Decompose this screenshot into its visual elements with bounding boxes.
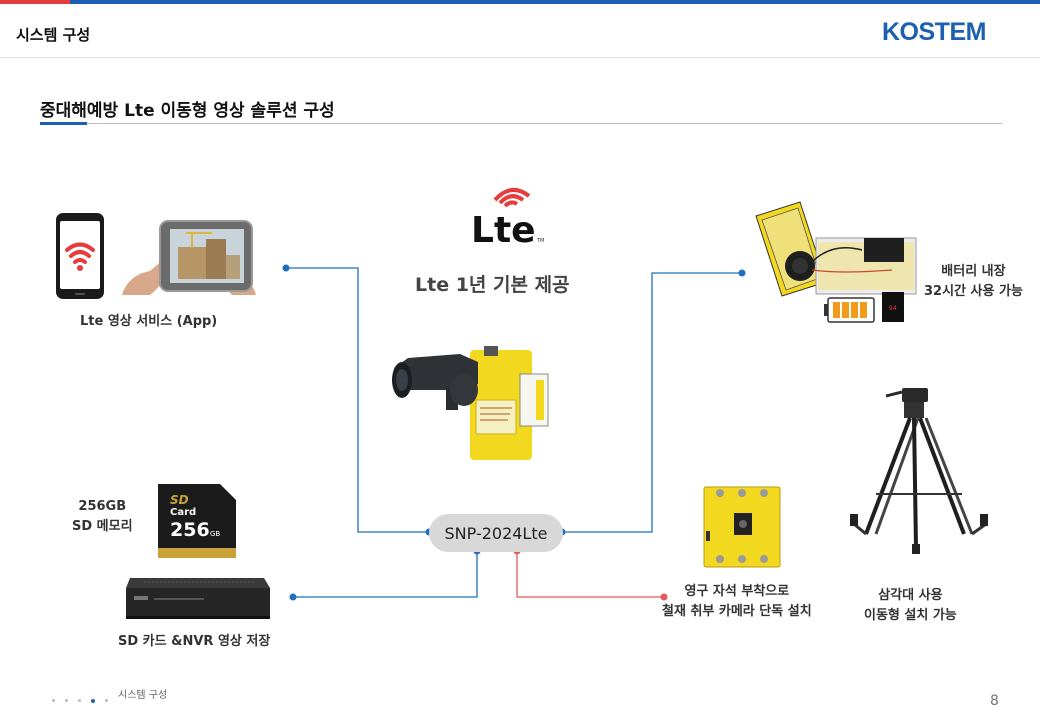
footer-dot: [78, 699, 81, 702]
tripod-label: 삼각대 사용 이동형 설치 가능: [864, 586, 957, 626]
connector-battery: [563, 272, 742, 533]
magnet-label: 영구 자석 부착으로 철재 취부 카메라 단독 설치: [662, 582, 812, 622]
battery-label-line2: 32시간 사용 가능: [924, 284, 1023, 299]
lte-provide-label: Lte 1년 기본 제공: [415, 274, 570, 296]
footer-dot-active: [91, 698, 95, 703]
sd-card-unit-text: GB: [210, 530, 220, 538]
header-title: 시스템 구성: [16, 26, 91, 44]
device-name-pill: SNP-2024Lte: [429, 514, 563, 552]
connector-magnet: [516, 552, 664, 598]
magnet-label-line1: 영구 자석 부착으로: [684, 584, 790, 599]
sd-label: 256GB SD 메모리: [72, 497, 133, 537]
camera-device-photo: [392, 346, 549, 460]
sd-card-photo: SD Card 256 GB: [158, 484, 236, 558]
sd-label-line2: SD 메모리: [72, 519, 133, 534]
tablet-app-photo: [122, 220, 256, 295]
lte-logo-text: Lte: [471, 210, 536, 248]
footer-dot: [65, 699, 68, 702]
top-accent-red: [0, 0, 70, 4]
magnet-box-photo: [703, 486, 781, 568]
section-divider: [40, 123, 1002, 124]
tripod-label-line2: 이동형 설치 가능: [864, 608, 957, 623]
sd-label-line1: 256GB: [78, 499, 127, 514]
smartphone-wifi-icon: [56, 213, 104, 299]
connector-nvr: [293, 552, 478, 598]
footer-page-indicator: [52, 690, 118, 703]
section-divider-accent: [40, 122, 87, 125]
tripod-label-line1: 삼각대 사용: [878, 588, 943, 603]
footer-dot: [52, 699, 55, 702]
header-divider: [0, 57, 1040, 58]
footer-section-label: 시스템 구성: [118, 690, 168, 701]
kostem-logo: KOSTEM: [882, 18, 986, 46]
footer-dot: [105, 699, 108, 702]
connector-dot-magnet: [660, 593, 668, 601]
top-accent-bar: [0, 0, 1040, 4]
connector-app: [286, 267, 429, 533]
section-title: 중대해예방 Lte 이동형 영상 솔루션 구성: [40, 101, 335, 121]
connector-dot-nvr: [289, 593, 297, 601]
battery-box-photo: 94: [755, 201, 917, 323]
sd-card-sd-text: SD: [170, 493, 189, 507]
sd-card-card-text: Card: [170, 507, 196, 518]
magnet-label-line2: 철재 취부 카메라 단독 설치: [662, 604, 812, 619]
connector-dot-battery: [738, 269, 746, 277]
nvr-device-photo: [126, 578, 270, 619]
battery-label: 배터리 내장 32시간 사용 가능: [924, 262, 1023, 302]
app-service-label: Lte 영상 서비스 (App): [80, 314, 218, 329]
nvr-label: SD 카드 &NVR 영상 저장: [118, 634, 271, 649]
page-number: 8: [990, 693, 999, 709]
tripod-photo: [850, 388, 988, 554]
lte-logo-tm: TM: [536, 238, 544, 244]
sd-card-capacity-text: 256: [170, 519, 210, 541]
connector-dot-app: [282, 264, 290, 272]
battery-display-text: 94: [889, 305, 897, 312]
battery-label-line1: 배터리 내장: [941, 264, 1006, 279]
lte-logo: Lte TM: [471, 188, 544, 248]
